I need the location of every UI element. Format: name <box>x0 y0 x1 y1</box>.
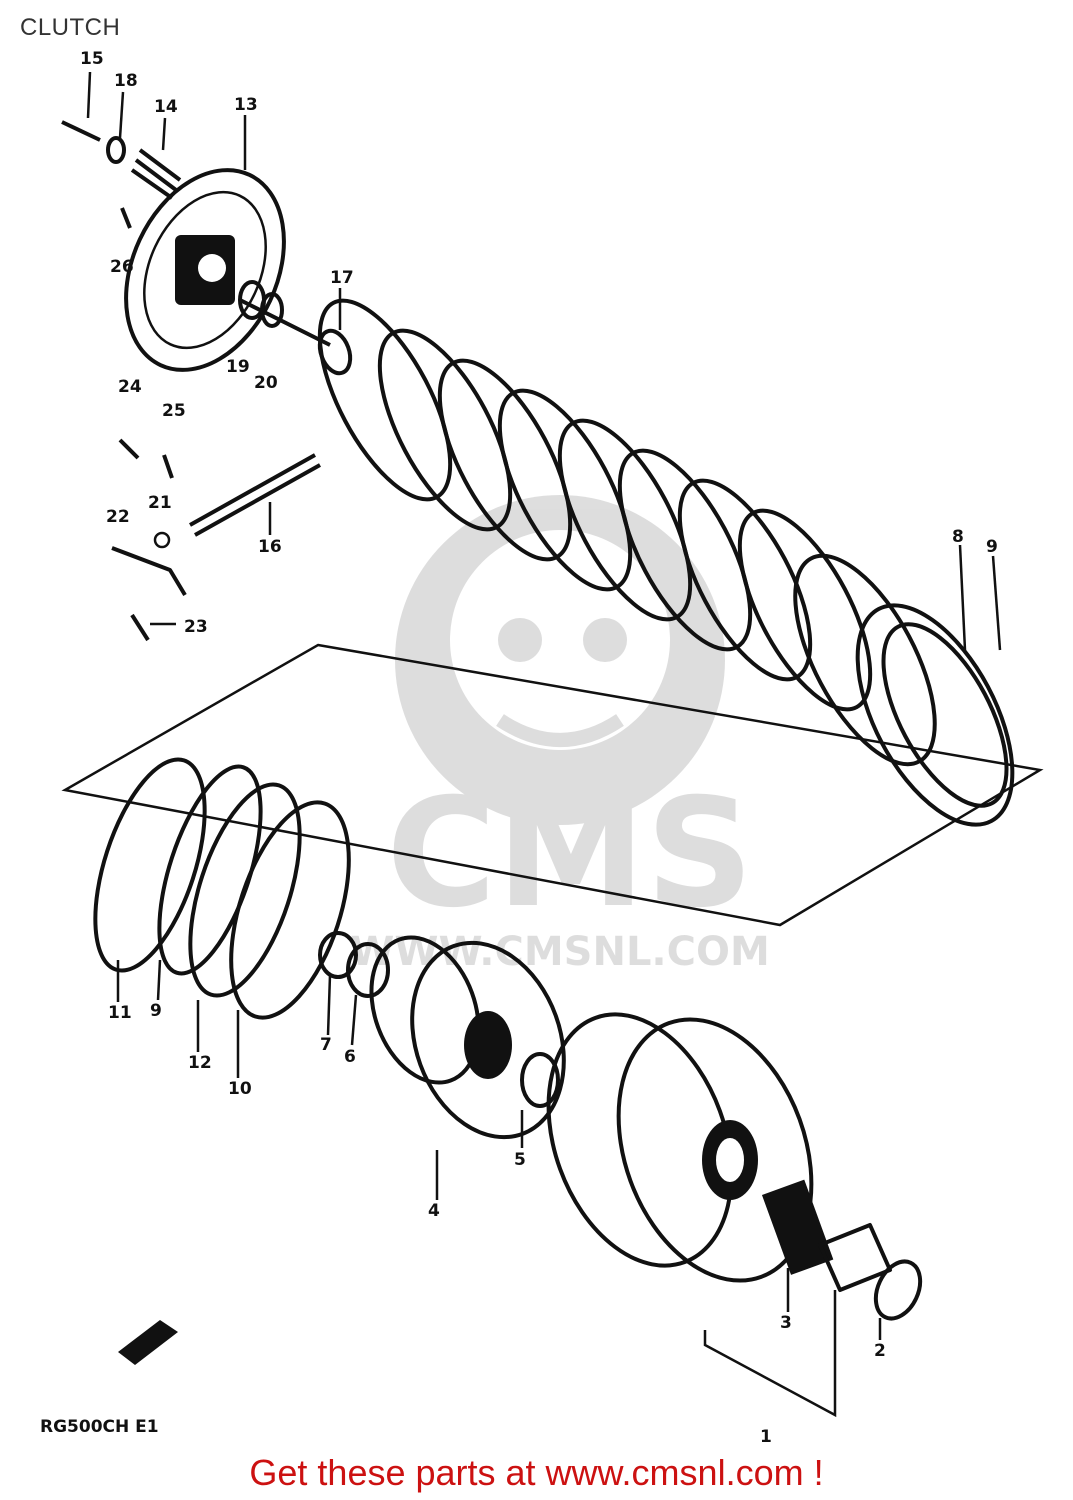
callout-8: 8 <box>952 527 964 547</box>
model-code: RG500CH E1 <box>40 1417 159 1437</box>
spacer-washer <box>318 931 390 998</box>
spacer-3 <box>761 1179 834 1275</box>
callout-2: 2 <box>874 1341 886 1361</box>
callout-3: 3 <box>780 1313 792 1333</box>
cms-watermark: CMS WWW.CMSNL.COM <box>350 495 770 975</box>
callout-1: 1 <box>760 1427 772 1447</box>
front-arrow-icon <box>118 1320 178 1365</box>
release-shaft <box>111 438 321 642</box>
callout-26: 26 <box>110 257 134 277</box>
callout-17: 17 <box>330 268 354 288</box>
clutch-plate-stack <box>317 298 1015 827</box>
pressure-plate <box>124 168 286 372</box>
watermark-brand: CMS <box>386 767 753 941</box>
washer-5 <box>520 1052 560 1108</box>
footer-link[interactable]: Get these parts at www.cmsnl.com ! <box>249 1452 824 1493</box>
callout-23: 23 <box>184 617 208 637</box>
callout-20: 20 <box>254 373 278 393</box>
callout-12: 12 <box>188 1053 212 1073</box>
callout-6: 6 <box>344 1047 356 1067</box>
callout-16: 16 <box>258 537 282 557</box>
callout-9: 9 <box>150 1001 162 1021</box>
bolt-spring-set <box>61 120 182 229</box>
callout-5: 5 <box>514 1150 526 1170</box>
primary-driven-gear <box>546 1012 814 1283</box>
push-rod <box>238 280 353 376</box>
callout-11: 11 <box>108 1003 132 1023</box>
callout-21: 21 <box>148 493 172 513</box>
callout-19: 19 <box>226 357 250 377</box>
callout-18: 18 <box>114 71 138 91</box>
callout-4: 4 <box>428 1201 440 1221</box>
bush-and-washer <box>818 1223 923 1321</box>
assembly-outline <box>61 643 1044 927</box>
callout-labels: 15 18 14 13 26 17 19 20 24 25 21 22 16 2… <box>80 49 998 1447</box>
page-title: CLUTCH <box>20 14 121 41</box>
callout-10: 10 <box>228 1079 252 1099</box>
callout-15: 15 <box>80 49 104 69</box>
bracket-1 <box>703 1290 837 1418</box>
callout-25: 25 <box>162 401 186 421</box>
callout-9-top: 9 <box>986 537 998 557</box>
leader-lines <box>86 71 1002 1340</box>
callout-24: 24 <box>118 377 142 397</box>
damper-rings <box>93 757 351 1020</box>
callout-13: 13 <box>234 95 258 115</box>
callout-7: 7 <box>320 1035 332 1055</box>
callout-14: 14 <box>154 97 178 117</box>
callout-22: 22 <box>106 507 130 527</box>
